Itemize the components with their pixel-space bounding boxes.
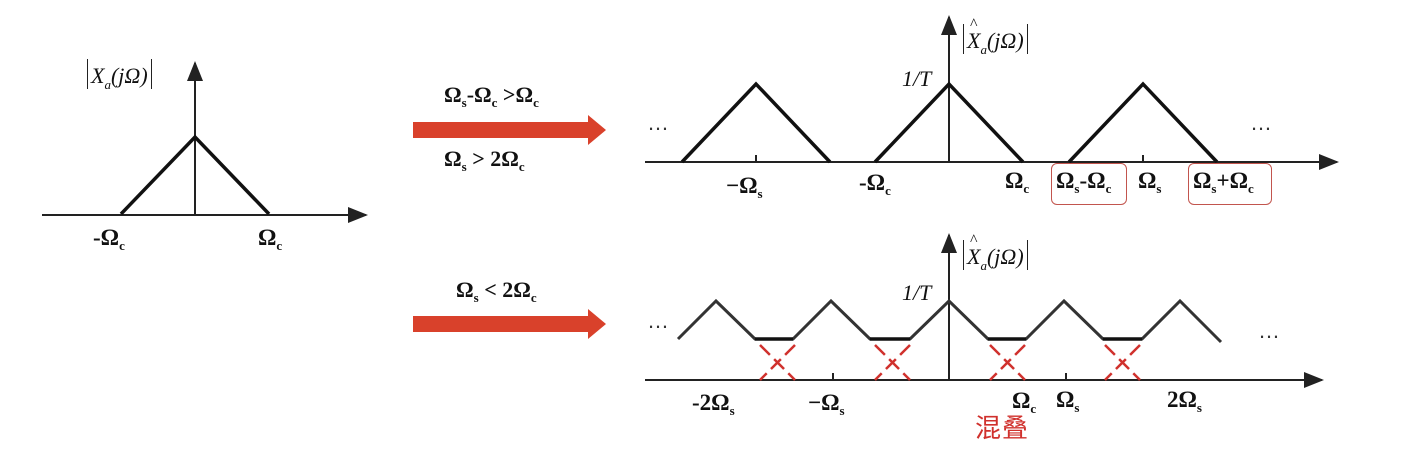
left-pos-cutoff-label: Ωc xyxy=(258,225,283,253)
bottom-spectrum xyxy=(645,233,1324,388)
left-triangle xyxy=(119,134,271,216)
arrow-bottom xyxy=(413,309,606,339)
left-neg-cutoff-label: -Ωc xyxy=(93,225,125,253)
bottom-ellipsis-left: … xyxy=(647,308,669,333)
condition-no-alias-2: Ωs > 2Ωc xyxy=(444,146,525,174)
highlight-box-s-minus-c xyxy=(1051,163,1127,205)
top-peak-label: 1/T xyxy=(902,66,932,91)
top-triangle-left xyxy=(680,81,832,164)
bottom-tick-label-pos-s: Ωs xyxy=(1056,387,1080,415)
condition-alias: Ωs < 2Ωc xyxy=(456,277,537,305)
bottom-tick-label-pos-2s: 2Ωs xyxy=(1167,387,1202,415)
bottom-ellipsis-right: … xyxy=(1258,318,1280,343)
top-tick-label-pos-s: Ωs xyxy=(1138,168,1162,196)
top-ellipsis-right: … xyxy=(1250,110,1272,135)
condition-no-alias-1: Ωs-Ωc >Ωc xyxy=(444,82,539,110)
bottom-tick-label-neg-s: −Ωs xyxy=(808,390,845,418)
top-spectrum xyxy=(645,15,1339,170)
arrow-top xyxy=(413,115,606,145)
top-tick-label-s-minus-c: Ωs-Ωc xyxy=(1056,168,1112,196)
bottom-tick-label-pos-c: Ωc xyxy=(1012,388,1037,416)
top-tick-label-s-plus-c: Ωs+Ωc xyxy=(1193,168,1254,196)
aliasing-label: 混叠 xyxy=(975,414,1030,444)
highlight-box-s-plus-c xyxy=(1188,163,1272,205)
bottom-magnitude-label: Xa(jΩ) xyxy=(960,232,1031,274)
bottom-peak-label: 1/T xyxy=(902,280,932,305)
top-tick-label-neg-s: −Ωs xyxy=(726,173,763,201)
top-triangle-center xyxy=(873,81,1025,164)
top-tick-label-neg-c: -Ωc xyxy=(859,170,891,198)
left-spectrum xyxy=(42,61,368,223)
left-magnitude-label: Xa(jΩ) xyxy=(84,59,155,93)
aliasing-cross-marks xyxy=(759,344,1141,381)
bottom-tick-label-neg-2s: -2Ωs xyxy=(692,390,735,418)
top-tick-label-pos-c: Ωc xyxy=(1005,168,1030,196)
top-magnitude-label: Xa(jΩ) xyxy=(960,16,1031,58)
top-ellipsis-left: … xyxy=(647,110,669,135)
top-triangle-right xyxy=(1067,81,1219,164)
